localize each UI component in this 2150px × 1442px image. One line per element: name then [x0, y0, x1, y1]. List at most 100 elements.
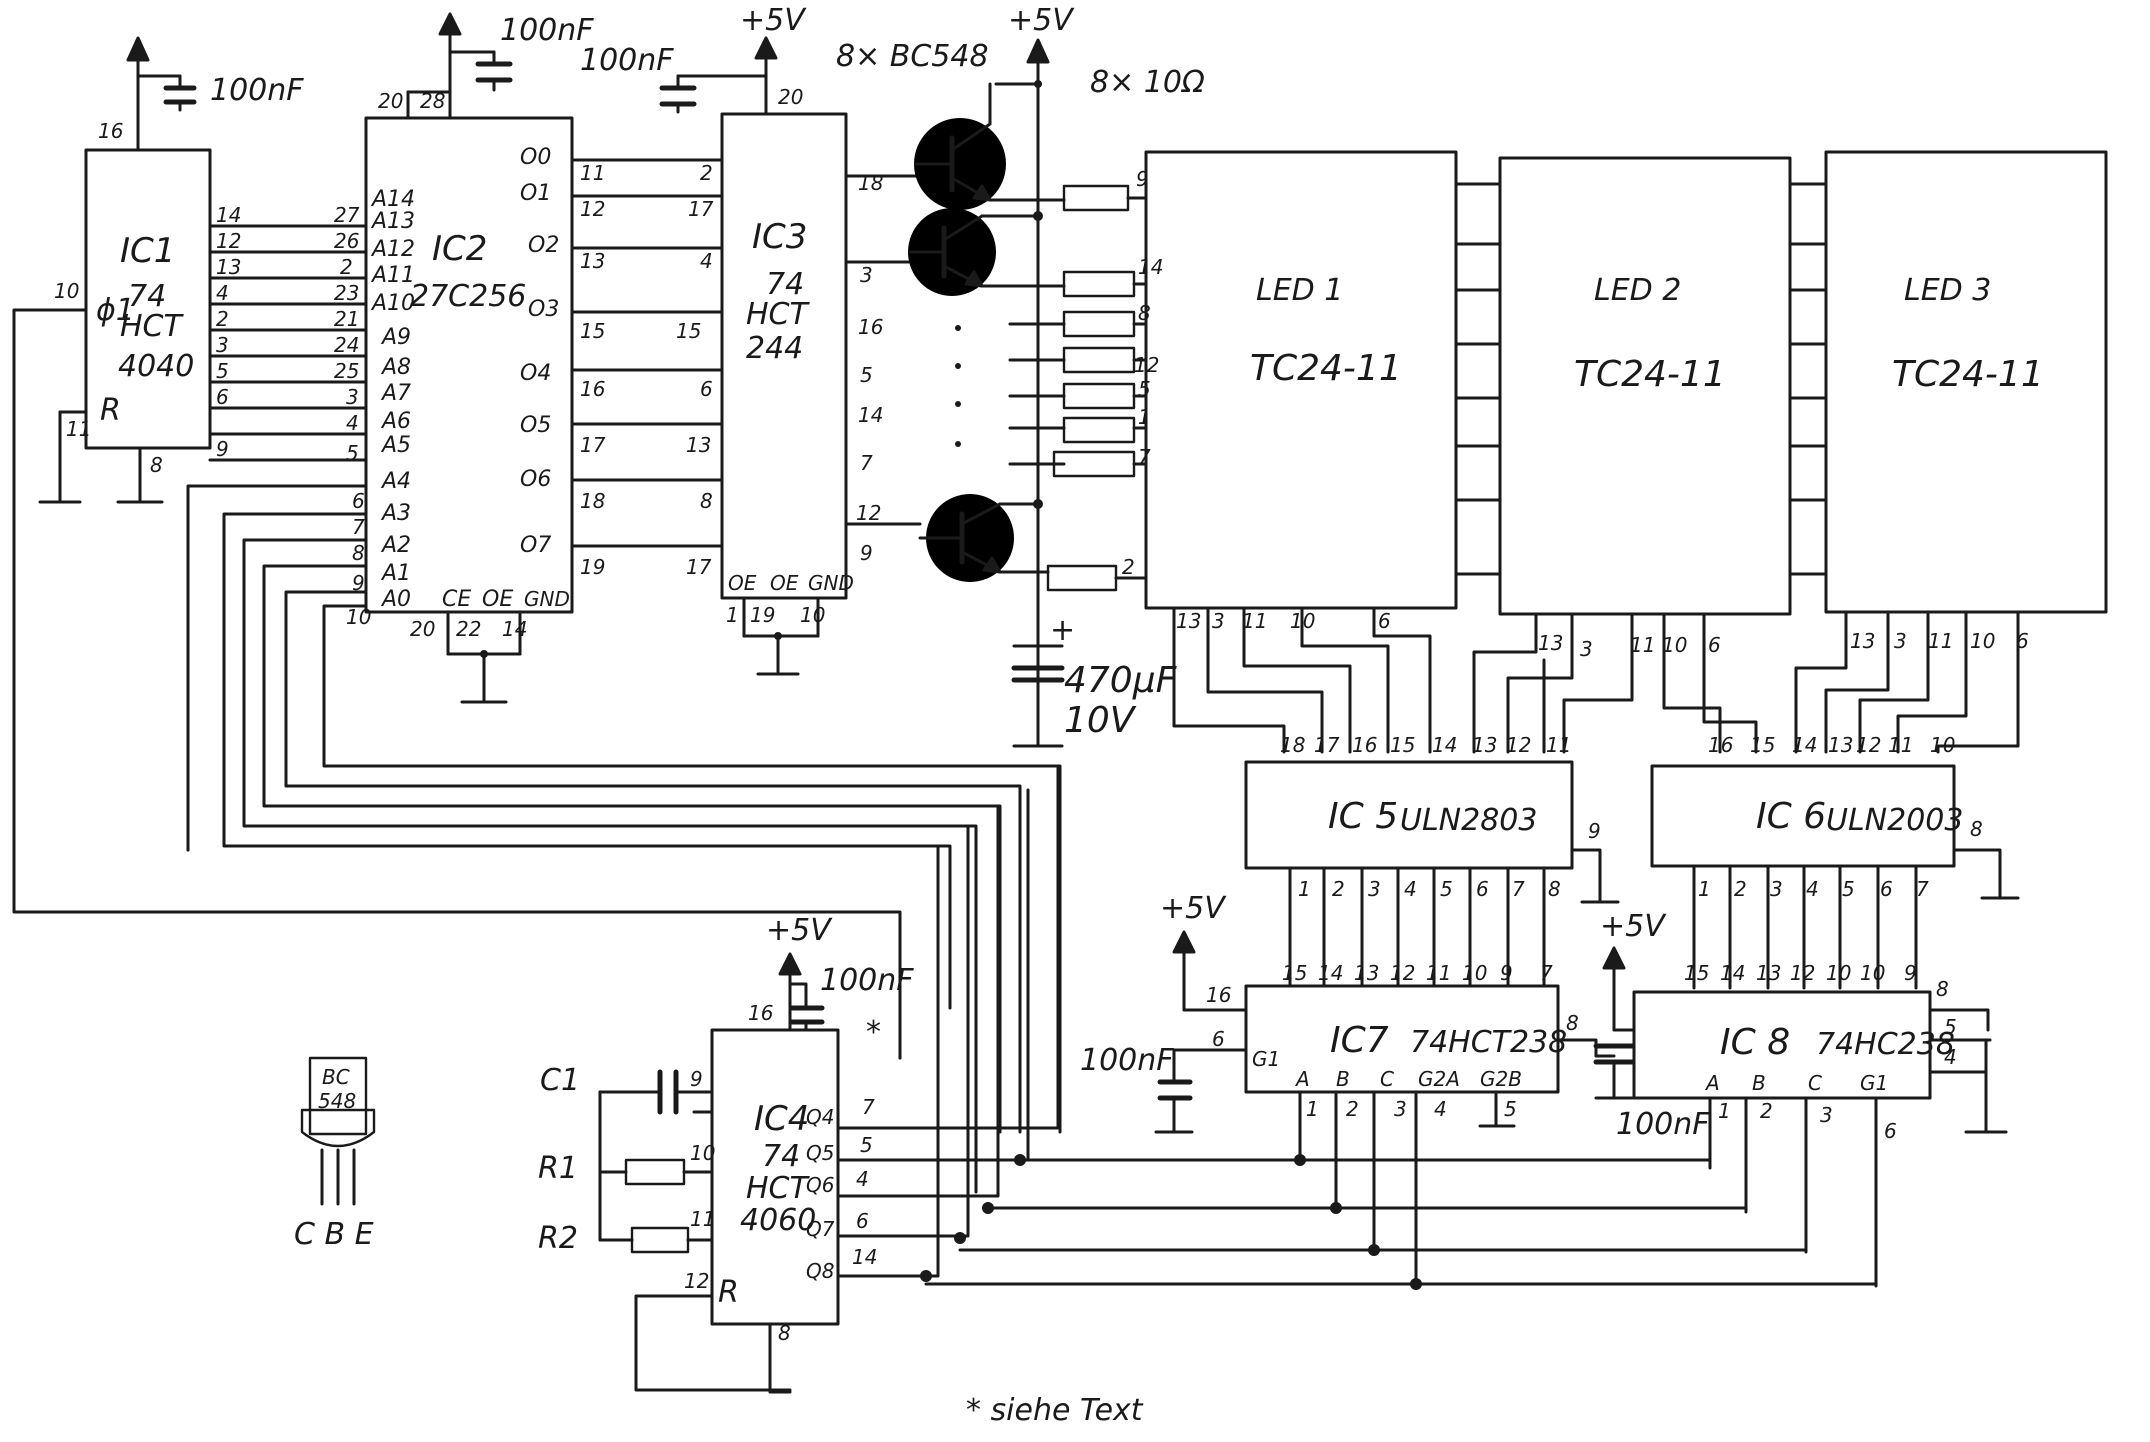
svg-text:7: 7 [1916, 877, 1929, 901]
svg-text:3: 3 [1212, 609, 1225, 633]
svg-text:4: 4 [700, 249, 713, 273]
svg-text:11: 11 [1242, 609, 1267, 633]
led2-ref: LED 2 [1594, 273, 1681, 308]
svg-text:14: 14 [858, 403, 883, 427]
ic1-ref: IC1 [120, 231, 175, 271]
svg-text:27: 27 [334, 203, 360, 227]
svg-text:4: 4 [1434, 1097, 1447, 1121]
ic3-family: HCT [746, 297, 811, 332]
ic3-series: 74 [766, 267, 804, 302]
svg-text:14: 14 [1138, 255, 1163, 279]
cap-voltage: 10V [1064, 700, 1137, 741]
svg-text:10: 10 [54, 279, 79, 303]
ic4-pin-q4: Q4 [806, 1105, 834, 1129]
ic8-type: 74HC238 [1816, 1027, 1955, 1062]
ic2-pin-a6: A6 [380, 409, 411, 434]
svg-text:3: 3 [346, 385, 359, 409]
ic2-pin-a2: A2 [380, 533, 411, 558]
ic2-cap-label: 100nF [500, 13, 594, 48]
svg-text:10: 10 [800, 603, 825, 627]
svg-text:6: 6 [700, 377, 713, 401]
svg-text:8: 8 [778, 1321, 791, 1345]
ic6-type: ULN2003 [1826, 803, 1963, 838]
ic2-pin-a7: A7 [380, 381, 411, 406]
svg-text:20: 20 [410, 617, 435, 641]
svg-text:9: 9 [216, 437, 229, 461]
ic2-pin-o5: O5 [520, 413, 551, 438]
ic3-ref: IC3 [752, 217, 807, 257]
svg-text:9: 9 [690, 1067, 703, 1091]
ic2-pin-o1: O1 [520, 181, 551, 206]
svg-text:12: 12 [1790, 961, 1815, 985]
ic2-pin-o7: O7 [520, 533, 551, 558]
ic3-buffer: IC3 74 HCT 244 OE OE GND +5V 20 100nF 1 … [580, 3, 922, 676]
ic7-pin-g2b: G2B [1480, 1067, 1522, 1091]
svg-text:9: 9 [1500, 961, 1513, 985]
svg-text:13: 13 [216, 255, 241, 279]
ic8-vcc: +5V [1600, 909, 1667, 944]
svg-text:5: 5 [346, 441, 359, 465]
ic2-pin-a8: A8 [380, 355, 411, 380]
cap-polarity: + [1050, 613, 1075, 648]
ic4-pin-reset: R [718, 1275, 739, 1310]
ic2-eprom: IC2 27C256 A14 A13 A12 A11 A10 A9 A8 A7 … [364, 12, 594, 704]
svg-text:8: 8 [352, 541, 365, 565]
ic2-pin-gnd: GND [524, 587, 570, 611]
ic8-ref: IC 8 [1720, 1022, 1790, 1063]
svg-text:4: 4 [216, 281, 229, 305]
svg-text:23: 23 [334, 281, 359, 305]
svg-text:20: 20 [778, 85, 803, 109]
footnote: * siehe Text [966, 1393, 1144, 1428]
svg-text:16: 16 [580, 377, 605, 401]
svg-text:13: 13 [686, 433, 711, 457]
bc548-name: BC [322, 1065, 350, 1089]
svg-text:5: 5 [216, 359, 229, 383]
bc548-pin-labels: C B E [294, 1217, 374, 1252]
svg-text:10: 10 [1462, 961, 1487, 985]
svg-text:5: 5 [860, 1133, 873, 1157]
transistor-vcc: +5V [1008, 3, 1075, 38]
svg-text:25: 25 [334, 359, 359, 383]
bc548-number: 548 [318, 1089, 356, 1113]
ic2-type: 27C256 [410, 279, 526, 314]
svg-text:4: 4 [1944, 1045, 1957, 1069]
svg-text:21: 21 [334, 307, 359, 331]
svg-text:10: 10 [1930, 733, 1955, 757]
svg-text:2: 2 [216, 307, 229, 331]
svg-text:6: 6 [1476, 877, 1489, 901]
svg-text:16: 16 [1206, 983, 1231, 1007]
ic4-cap-label: 100nF [820, 963, 914, 998]
ic2-pin-ce: CE [442, 587, 471, 612]
svg-text:1: 1 [1298, 877, 1311, 901]
ic2-pin-a9: A9 [380, 325, 411, 350]
ic4-pin-q8: Q8 [806, 1259, 834, 1283]
display-interconnect [1454, 182, 1828, 576]
ic2-pin-a1: A1 [380, 561, 411, 586]
ic8-pin-c: C [1808, 1071, 1822, 1095]
svg-text:4: 4 [856, 1167, 869, 1191]
ic7-type: 74HCT238 [1410, 1025, 1567, 1060]
svg-text:6: 6 [1880, 877, 1893, 901]
ic2-pin-o6: O6 [520, 467, 551, 492]
svg-text:10: 10 [346, 605, 371, 629]
ic8-decoder: IC 8 74HC238 A B C G1 +5V 100nF 8 5 4 1 … [1593, 909, 2008, 1288]
svg-text:6: 6 [1378, 609, 1391, 633]
svg-text:8: 8 [1566, 1011, 1579, 1035]
svg-text:13: 13 [580, 249, 605, 273]
svg-text:11: 11 [1426, 961, 1451, 985]
ic7-pin-g2a: G2A [1418, 1067, 1460, 1091]
ic2-pin-a12: A12 [370, 237, 415, 262]
ic3-pin-oe2: OE [770, 571, 799, 595]
svg-text:2: 2 [340, 255, 353, 279]
ic2-pin-a4: A4 [380, 469, 411, 494]
ic1-type: 4040 [118, 349, 194, 384]
bc548-pinout: BC 548 C B E [294, 1056, 376, 1252]
ic4-pin-q6: Q6 [806, 1173, 834, 1197]
ic3-pin-gnd: GND [808, 571, 854, 595]
svg-text:1: 1 [726, 603, 739, 627]
ic2-pin-o4: O4 [520, 361, 551, 386]
svg-text:3: 3 [1368, 877, 1381, 901]
svg-text:15: 15 [1282, 961, 1307, 985]
